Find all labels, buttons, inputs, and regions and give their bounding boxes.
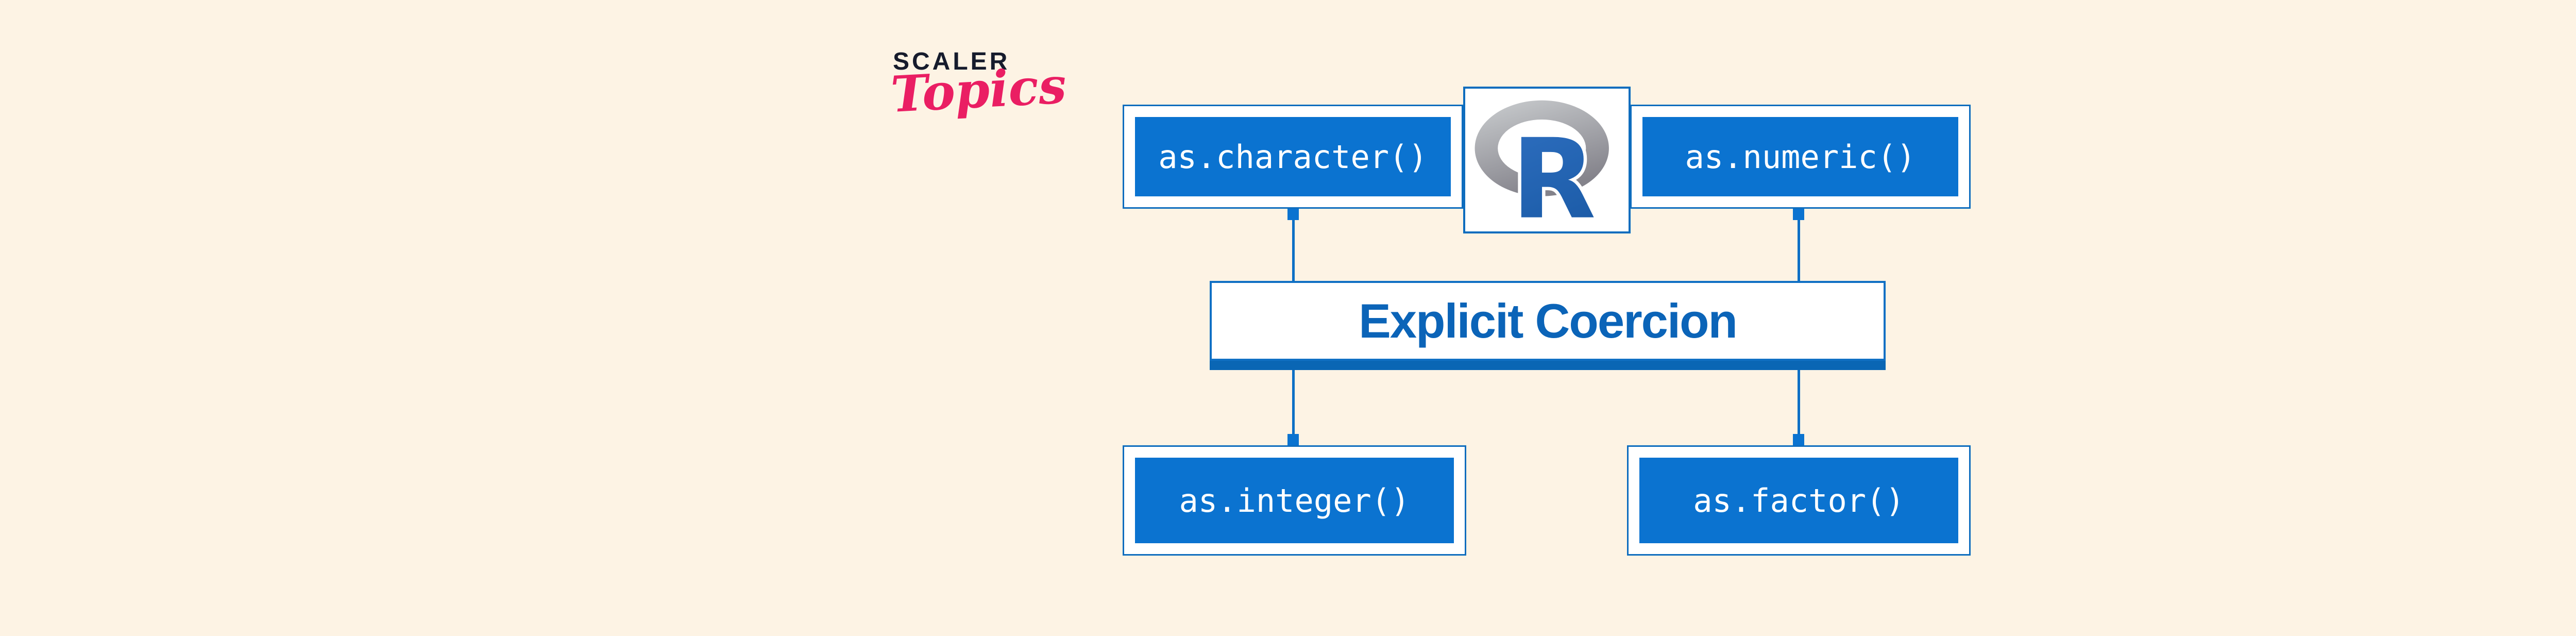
node-as-factor-fill: as.factor() — [1639, 458, 1958, 543]
connector-line-right-bottom — [1798, 370, 1800, 434]
node-as-integer-fill: as.integer() — [1135, 458, 1454, 543]
r-logo-box: R — [1463, 87, 1631, 233]
connector-line-left-top — [1292, 220, 1295, 281]
connector-square-left-top — [1287, 209, 1299, 220]
node-as-factor: as.factor() — [1627, 445, 1971, 556]
r-logo-ring — [1475, 100, 1609, 196]
scaler-wordmark: SCALER — [893, 48, 1010, 75]
node-as-numeric-fill: as.numeric() — [1642, 117, 1958, 196]
scaler-topics-logo: SCALER Topics — [889, 48, 1068, 124]
connector-square-right-bottom — [1793, 434, 1804, 445]
node-as-factor-label: as.factor() — [1693, 481, 1905, 520]
node-as-character-label: as.character() — [1158, 138, 1428, 176]
node-as-numeric-label: as.numeric() — [1685, 138, 1916, 176]
explicit-coercion-box: Explicit Coercion — [1210, 281, 1886, 361]
node-as-numeric: as.numeric() — [1630, 105, 1971, 209]
connector-line-left-bottom — [1292, 370, 1295, 434]
topics-script-wordmark: Topics — [889, 56, 1068, 124]
explicit-coercion-bottom-bar — [1210, 361, 1886, 370]
connector-square-left-bottom — [1287, 434, 1299, 445]
node-as-character-fill: as.character() — [1135, 117, 1451, 196]
connector-square-right-top — [1793, 209, 1804, 220]
connector-line-right-top — [1798, 220, 1800, 281]
r-logo-letter: R — [1511, 115, 1596, 228]
node-as-integer: as.integer() — [1123, 445, 1466, 556]
explicit-coercion-label: Explicit Coercion — [1359, 293, 1738, 348]
node-as-integer-label: as.integer() — [1179, 481, 1410, 520]
node-as-character: as.character() — [1123, 105, 1463, 209]
r-logo-icon: R — [1475, 100, 1609, 228]
